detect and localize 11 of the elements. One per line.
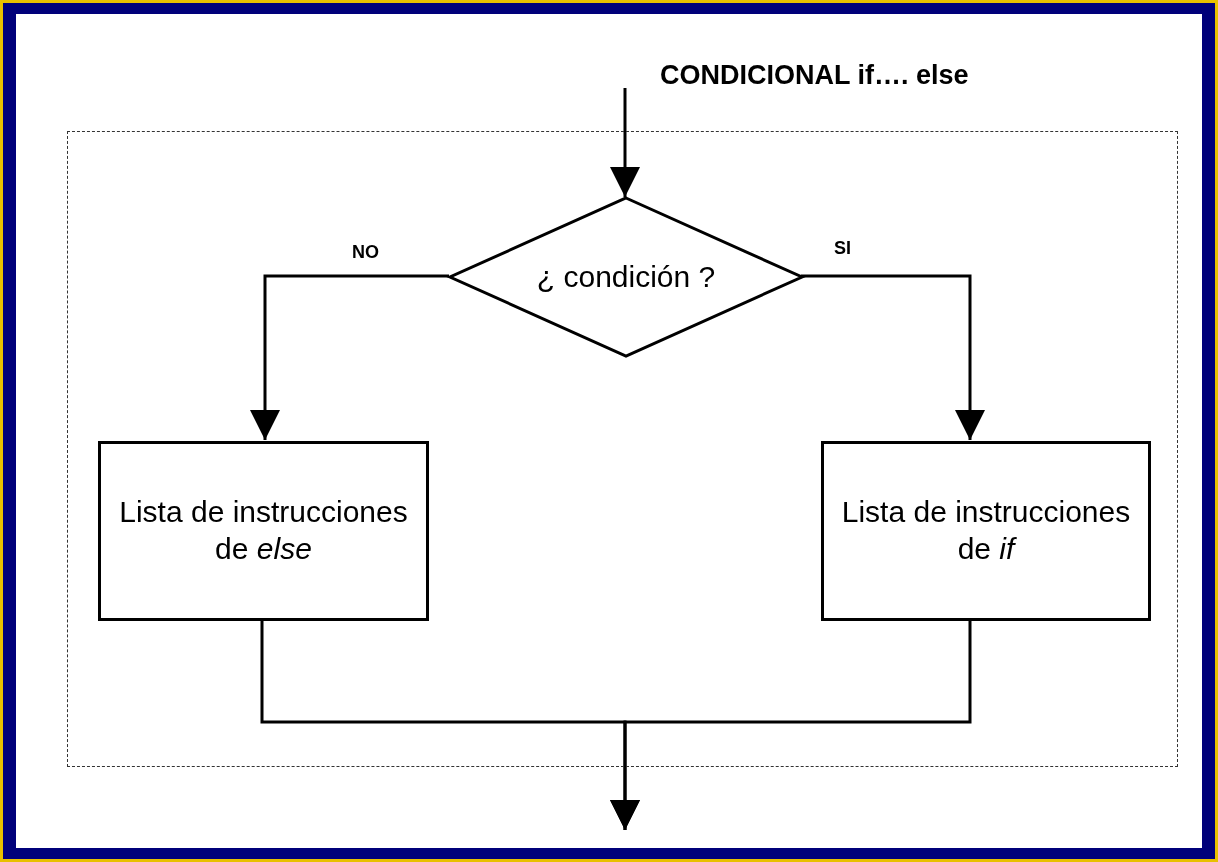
arrow	[610, 88, 640, 197]
process-box	[821, 441, 1151, 621]
process-box	[98, 441, 429, 621]
dashed-group-box	[67, 131, 1178, 767]
arrow	[250, 274, 449, 440]
diagram-title: CONDICIONAL if…. else	[660, 60, 970, 91]
node-text: Lista de instrucciones de else	[118, 494, 409, 567]
arrow	[801, 274, 985, 440]
node-text: ¿ condición ?	[536, 258, 716, 295]
arrow	[610, 620, 972, 830]
node-text: Lista de instrucciones de if	[841, 494, 1131, 567]
